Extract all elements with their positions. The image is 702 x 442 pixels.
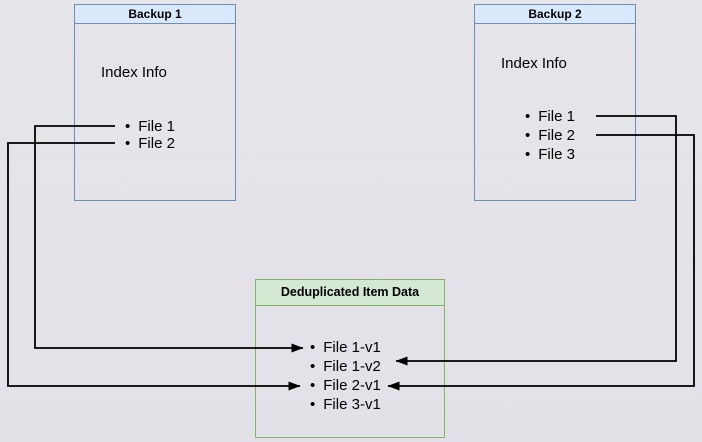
backup2-file-list: File 1 File 2 File 3 — [525, 107, 575, 164]
dedup-header: Deduplicated Item Data — [256, 280, 444, 306]
dedup-node: Deduplicated Item Data File 1-v1 File 1-… — [255, 279, 445, 438]
backup2-file-1: File 1 — [525, 107, 575, 126]
backup1-node: Backup 1 Index Info File 1 File 2 — [74, 4, 236, 201]
dedup-item-file2v1: File 2-v1 — [310, 376, 381, 395]
backup1-subtitle: Index Info — [101, 64, 167, 81]
dedup-item-file3v1: File 3-v1 — [310, 395, 381, 414]
dedup-item-file1v2: File 1-v2 — [310, 357, 381, 376]
backup1-file-2: File 2 — [125, 135, 175, 152]
dedup-item-list: File 1-v1 File 1-v2 File 2-v1 File 3-v1 — [310, 338, 381, 414]
backup2-file-2: File 2 — [525, 126, 575, 145]
backup2-header: Backup 2 — [475, 5, 635, 24]
backup1-file-1: File 1 — [125, 118, 175, 135]
backup2-subtitle: Index Info — [501, 55, 567, 72]
backup2-file-3: File 3 — [525, 145, 575, 164]
backup2-node: Backup 2 Index Info File 1 File 2 File 3 — [474, 4, 636, 201]
backup1-file-list: File 1 File 2 — [125, 118, 175, 152]
dedup-item-file1v1: File 1-v1 — [310, 338, 381, 357]
backup1-header: Backup 1 — [75, 5, 235, 24]
